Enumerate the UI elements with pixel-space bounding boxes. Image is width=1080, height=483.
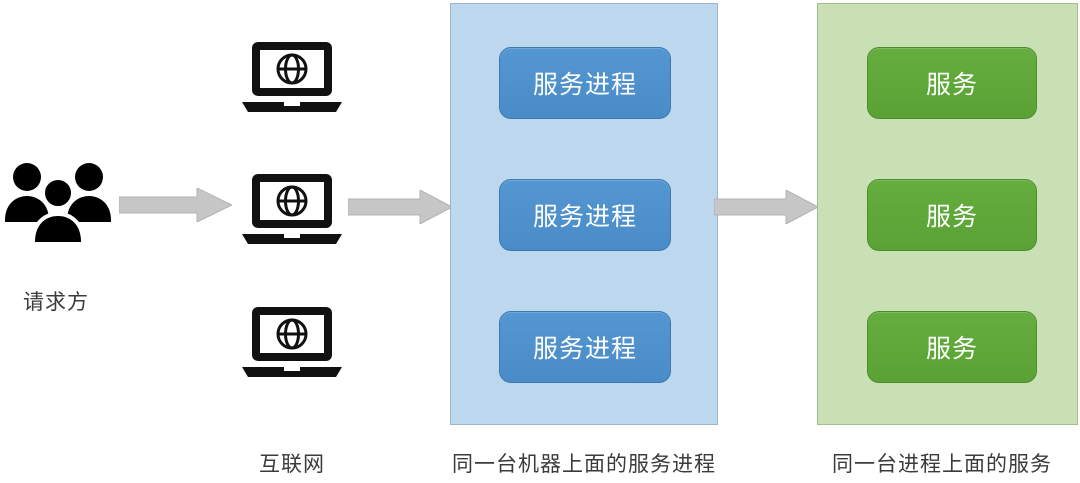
service-box[interactable]: 服务 bbox=[867, 311, 1037, 383]
process-machine-caption: 同一台机器上面的服务进程 bbox=[452, 453, 716, 476]
laptop-globe-icon bbox=[242, 174, 342, 244]
process-box[interactable]: 服务进程 bbox=[499, 47, 671, 119]
requester-group bbox=[4, 160, 112, 245]
laptop-globe-icon bbox=[242, 42, 342, 112]
service-process-caption: 同一台进程上面的服务 bbox=[832, 453, 1052, 476]
service-box[interactable]: 服务 bbox=[867, 47, 1037, 119]
arrow-requester-to-internet bbox=[119, 188, 232, 222]
laptop-globe-icon bbox=[242, 307, 342, 377]
process-machine-container: 服务进程 服务进程 服务进程 bbox=[450, 3, 718, 425]
service-box[interactable]: 服务 bbox=[867, 179, 1037, 251]
service-process-container: 服务 服务 服务 bbox=[817, 3, 1078, 425]
process-box[interactable]: 服务进程 bbox=[499, 179, 671, 251]
requester-label: 请求方 bbox=[23, 291, 89, 314]
arrow-processes-to-services bbox=[714, 190, 818, 224]
internet-caption: 互联网 bbox=[259, 453, 325, 476]
process-box[interactable]: 服务进程 bbox=[499, 311, 671, 383]
people-group-icon bbox=[5, 163, 111, 245]
arrow-internet-to-processes bbox=[348, 190, 452, 224]
